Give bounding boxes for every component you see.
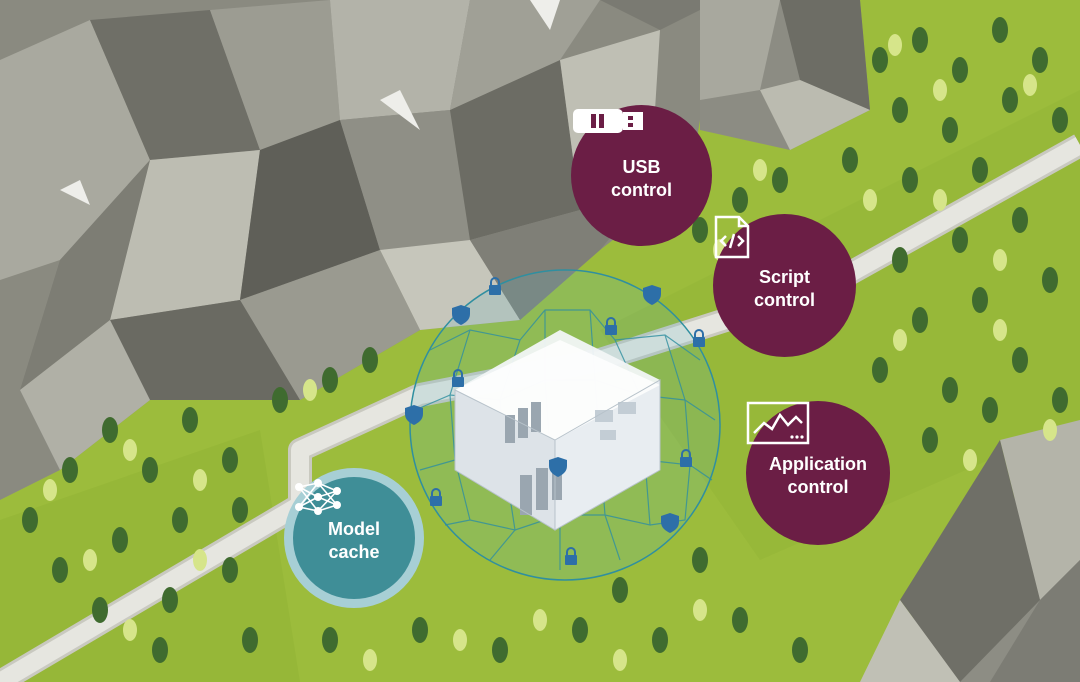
application-badge-line2: control <box>787 477 849 497</box>
padlock-icons <box>430 277 705 565</box>
shield-icons <box>405 285 679 533</box>
mountain-range-lower-right <box>860 420 1080 682</box>
script-control-badge: Script control <box>713 214 856 357</box>
model-cache-badge: Model cache <box>284 468 424 608</box>
application-badge-line1: Application <box>769 454 867 474</box>
mountain-range-upper-right <box>700 0 870 150</box>
usb-badge-line2: control <box>611 179 672 200</box>
data-center-building <box>454 330 661 531</box>
model-badge-line1: Model <box>328 519 380 539</box>
usb-control-badge: USB control <box>571 105 712 246</box>
application-control-badge: Application control <box>746 401 890 545</box>
model-badge-line2: cache <box>328 542 380 562</box>
security-icons <box>405 277 705 565</box>
script-badge-line2: control <box>754 289 815 310</box>
script-badge-line1: Script <box>758 266 810 287</box>
usb-badge-line1: USB <box>622 156 661 177</box>
trees <box>22 17 1068 671</box>
